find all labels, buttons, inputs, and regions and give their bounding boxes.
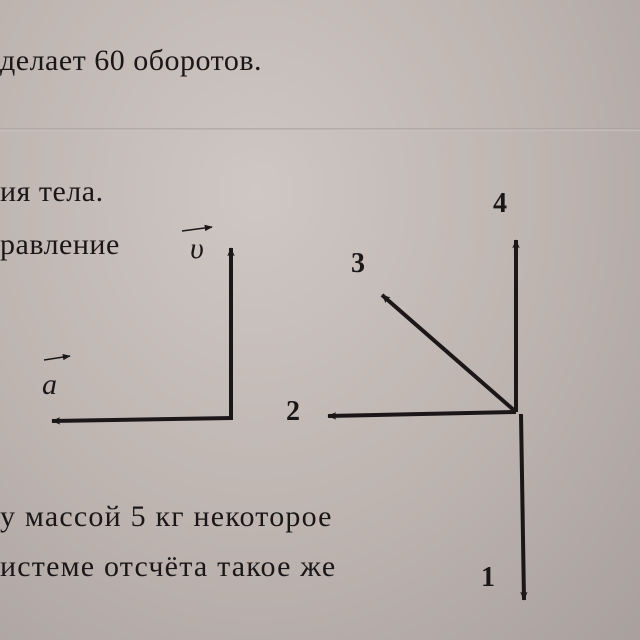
- text-line-problem-1: у массой 5 кг некоторое: [0, 500, 333, 533]
- text-line-problem-2: истеме отсчёта такое же: [0, 550, 337, 583]
- label-direction-1: 1: [481, 562, 495, 593]
- figure-left: [43, 224, 235, 425]
- arrow-3-diagonal: [380, 293, 518, 414]
- label-acceleration: a: [42, 368, 57, 401]
- a-overarrow: [43, 353, 71, 361]
- text-line-body-2: равление: [0, 228, 120, 261]
- label-direction-3: 3: [351, 248, 365, 279]
- label-velocity: υ: [190, 232, 204, 265]
- label-direction-2: 2: [286, 396, 300, 427]
- arrow-1-down: [519, 413, 528, 601]
- text-line-body-1: ия тела.: [0, 175, 104, 208]
- page-fold: [0, 128, 640, 131]
- figure-right: [327, 239, 528, 601]
- arrow-2-left: [327, 410, 517, 420]
- v-overarrow: [181, 224, 213, 232]
- acceleration-vector: [51, 416, 234, 425]
- text-line-top: делает 60 оборотов.: [0, 44, 263, 77]
- label-direction-4: 4: [493, 188, 507, 219]
